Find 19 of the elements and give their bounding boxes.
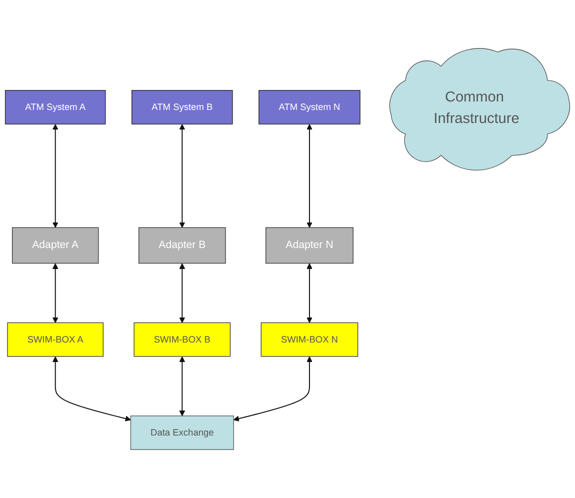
- node-box: Adapter A: [12, 227, 99, 264]
- arrow: [306, 263, 312, 323]
- node-box: ATM System N: [258, 90, 360, 124]
- arrow: [179, 263, 186, 323]
- node-box: ATM System A: [4, 90, 106, 124]
- arrow: [179, 356, 186, 416]
- node-box: SWIM-BOX B: [134, 322, 231, 357]
- node-box: Data Exchange: [130, 416, 234, 450]
- node-box: SWIM-BOX N: [260, 322, 358, 357]
- arrow: [179, 124, 186, 228]
- node-box: Adapter N: [266, 227, 354, 264]
- node-box: ATM System B: [132, 90, 233, 124]
- arrow: [233, 356, 312, 422]
- node-box: SWIM-BOX A: [7, 322, 104, 357]
- arrow: [52, 124, 58, 228]
- arrow: [52, 263, 58, 323]
- arrow: [52, 356, 131, 422]
- node-box: Adapter B: [138, 227, 226, 264]
- arrow: [306, 124, 312, 228]
